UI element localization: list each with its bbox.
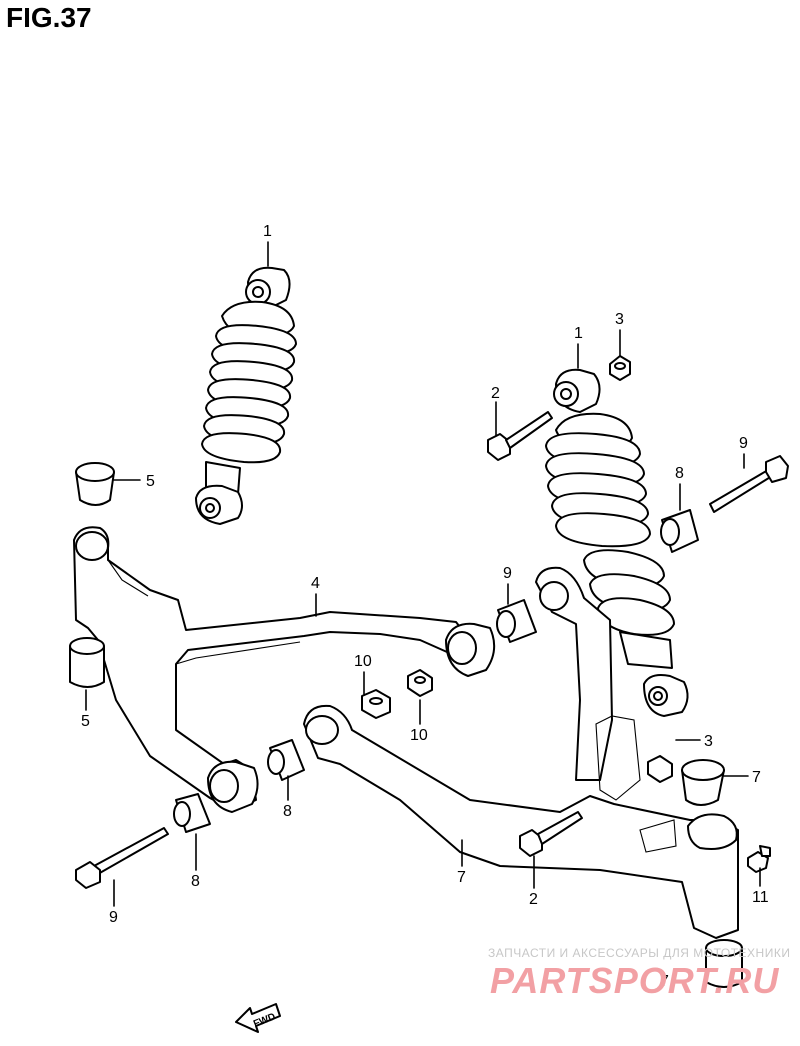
- callout-2-bottom: 2: [529, 891, 538, 908]
- callout-9-right: 9: [739, 435, 748, 452]
- bushing-7-bottom[interactable]: [705, 939, 743, 988]
- bushing-7-right[interactable]: [681, 759, 725, 806]
- callout-5-left: 5: [81, 713, 90, 730]
- callout-7-bottom: 7: [660, 973, 669, 990]
- shock-absorber-left[interactable]: [195, 266, 297, 525]
- callout-9-mid: 9: [503, 565, 512, 582]
- watermark-caption: ЗАПЧАСТИ И АКСЕССУАРЫ ДЛЯ МОТОТЕХНИКИ: [488, 946, 791, 960]
- callout-3-bottom: 3: [704, 733, 713, 750]
- spacer-9-mid[interactable]: [496, 599, 537, 643]
- bolt-9-left[interactable]: [75, 827, 169, 889]
- nut-3-top[interactable]: [609, 355, 631, 381]
- nut-3-bottom[interactable]: [647, 755, 673, 783]
- bolt-9-right[interactable]: [709, 455, 789, 513]
- forward-direction-arrow: FWD: [235, 1003, 281, 1033]
- callout-10-lower: 10: [410, 727, 428, 744]
- figure-title: FIG.37: [6, 2, 92, 33]
- spacer-8-mid[interactable]: [267, 739, 305, 781]
- callout-1-left: 1: [263, 223, 272, 240]
- leader-lines: [85, 241, 761, 907]
- callout-labels: 1 1 2 3 9 8 5 4 9 10 10 5 3 7 8 8 7 2 11…: [81, 223, 769, 990]
- spacer-8-low[interactable]: [173, 793, 211, 833]
- callout-2-top: 2: [491, 385, 500, 402]
- callout-8-mid: 8: [283, 803, 292, 820]
- shock-absorber-right[interactable]: [545, 368, 689, 717]
- callout-8-right: 8: [675, 465, 684, 482]
- callout-1-right: 1: [574, 325, 583, 342]
- callout-11: 11: [752, 889, 769, 906]
- callout-4: 4: [311, 575, 320, 592]
- bushing-5-top[interactable]: [75, 462, 115, 506]
- callout-5-top: 5: [146, 473, 155, 490]
- upper-suspension-arm[interactable]: [73, 526, 496, 813]
- watermark-logo: PARTSPORT.RU: [490, 960, 780, 1001]
- bolt-2-bottom[interactable]: [519, 811, 583, 857]
- callout-8-low: 8: [191, 873, 200, 890]
- callout-7-right: 7: [752, 769, 761, 786]
- nut-10-upper[interactable]: [407, 669, 433, 697]
- spacer-8-right[interactable]: [660, 509, 699, 553]
- bushing-5-left[interactable]: [69, 637, 105, 688]
- bolt-2-top[interactable]: [487, 411, 553, 461]
- lower-suspension-arm[interactable]: [303, 566, 739, 939]
- callout-9-left: 9: [109, 909, 118, 926]
- callout-3-top: 3: [615, 311, 624, 328]
- callout-10-upper: 10: [354, 653, 372, 670]
- nut-10-lower[interactable]: [361, 689, 391, 719]
- callout-7-arm: 7: [457, 869, 466, 886]
- grease-fitting-11[interactable]: [747, 845, 771, 873]
